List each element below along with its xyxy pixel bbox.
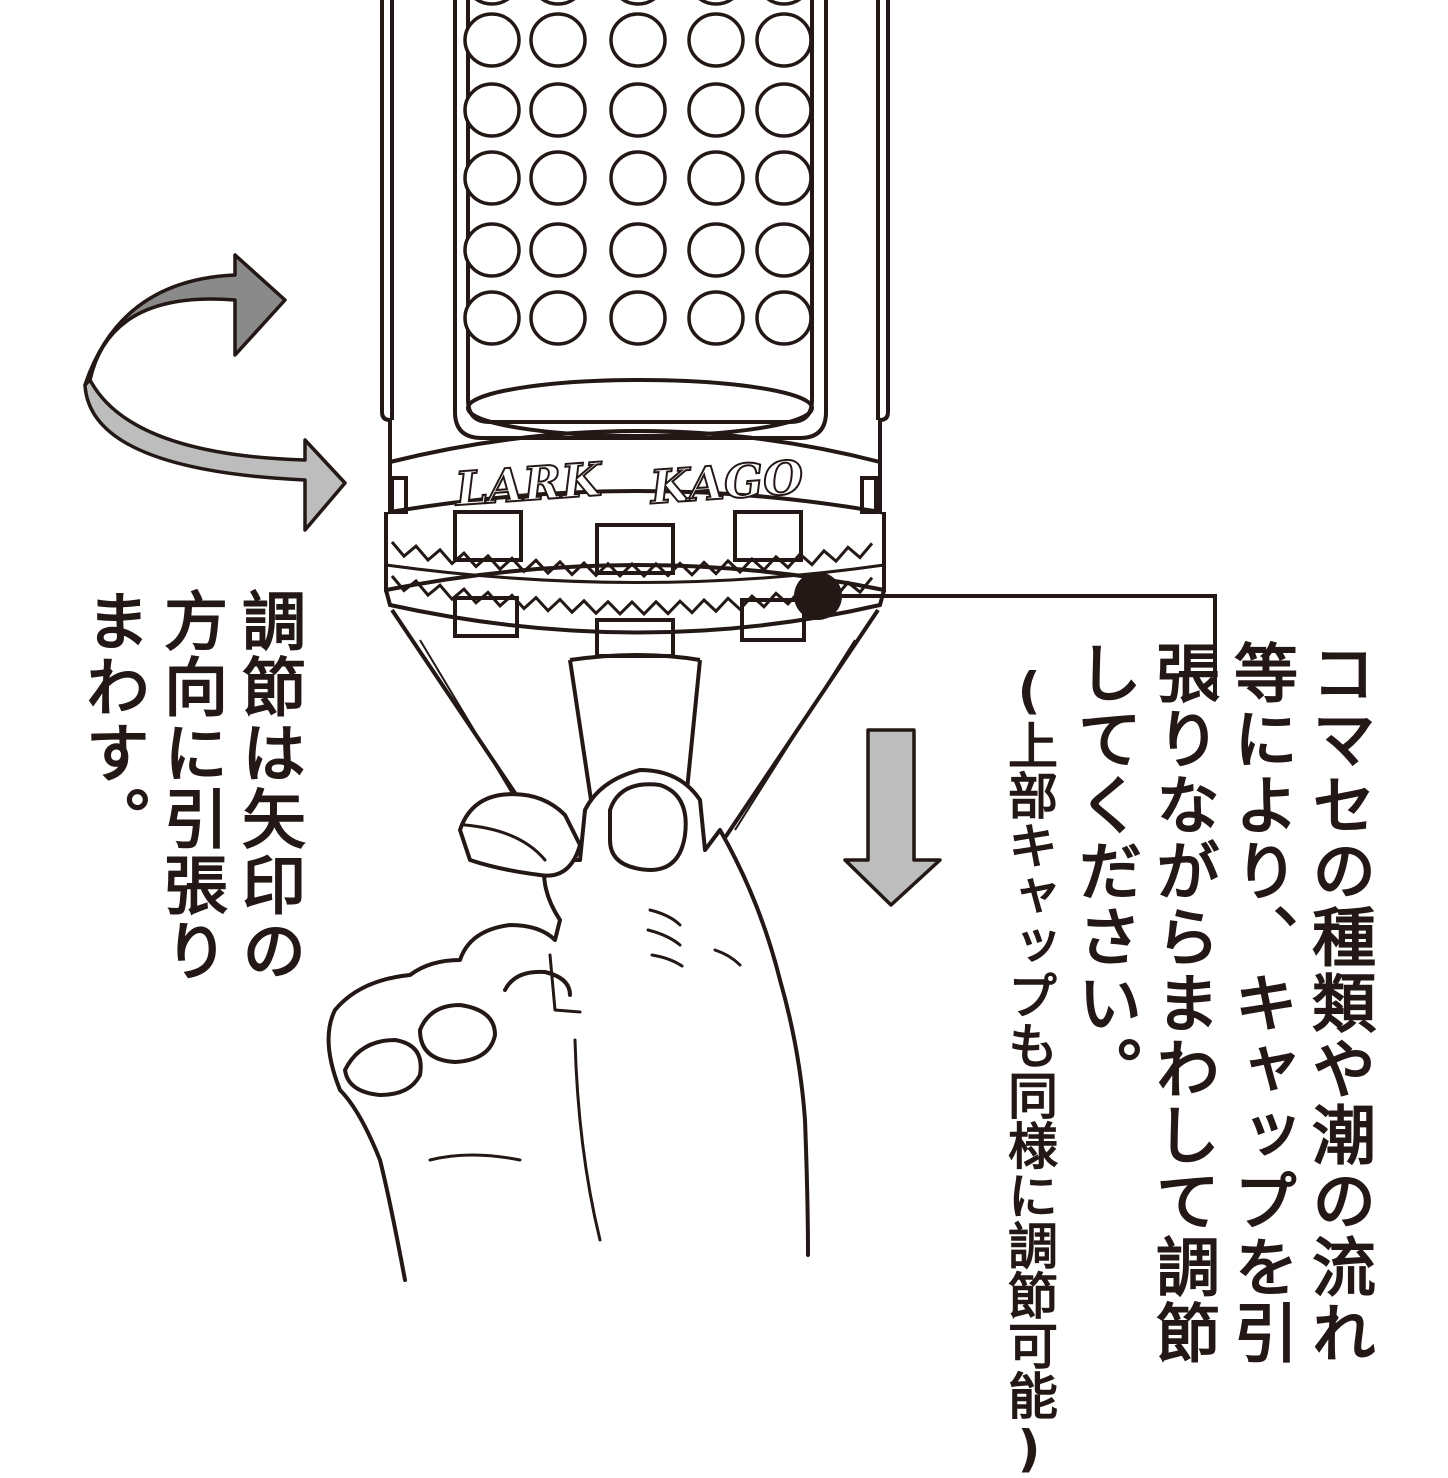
hole xyxy=(755,222,813,278)
basket-holes xyxy=(463,0,813,346)
hole xyxy=(609,12,667,68)
hole xyxy=(540,0,576,6)
hole xyxy=(463,82,521,138)
left-note-line-1: 調節は矢印の xyxy=(231,588,305,984)
hole xyxy=(609,150,667,206)
rotate-arrow-icon xyxy=(83,253,347,532)
hole xyxy=(620,0,656,6)
hole xyxy=(463,290,521,346)
hole xyxy=(463,150,521,206)
hole xyxy=(529,290,587,346)
basket-adjustment-diagram: LARK KAGO xyxy=(83,0,1217,1282)
left-note-line-3: まわす。 xyxy=(75,588,149,852)
hole xyxy=(687,150,745,206)
marker-dot-icon xyxy=(794,572,1217,700)
down-arrow-icon xyxy=(843,728,942,907)
hole xyxy=(755,12,813,68)
hole xyxy=(755,290,813,346)
hole xyxy=(698,0,734,6)
brand-word-kago: KAGO xyxy=(646,450,805,515)
brand-lettering: LARK KAGO xyxy=(451,449,806,517)
hole xyxy=(609,222,667,278)
hole xyxy=(609,82,667,138)
hole xyxy=(755,150,813,206)
right-note-line-2: 等により、キャップを引 xyxy=(1223,640,1297,1366)
hole xyxy=(463,12,521,68)
brand-word-lark: LARK xyxy=(452,452,606,516)
hole xyxy=(687,82,745,138)
left-note-line-2: 方向に引張り xyxy=(153,588,227,984)
hole xyxy=(529,150,587,206)
hole xyxy=(687,290,745,346)
hole xyxy=(529,12,587,68)
hole xyxy=(609,290,667,346)
hole xyxy=(766,0,802,6)
hole xyxy=(529,222,587,278)
hole xyxy=(474,0,510,6)
hole xyxy=(687,12,745,68)
right-note-line-3: 張りながらまわして調節 xyxy=(1145,640,1219,1366)
right-note-line-1: コマセの種類や潮の流れ xyxy=(1301,640,1375,1366)
right-note-line-4: してください。 xyxy=(1067,640,1141,1102)
hole xyxy=(529,82,587,138)
hole xyxy=(463,222,521,278)
hole xyxy=(755,82,813,138)
basket-body xyxy=(380,0,890,462)
hole xyxy=(687,222,745,278)
right-note-sub: (上部キャップも同様に調節可能) xyxy=(1000,662,1058,1478)
hand-illustration xyxy=(326,768,810,1282)
